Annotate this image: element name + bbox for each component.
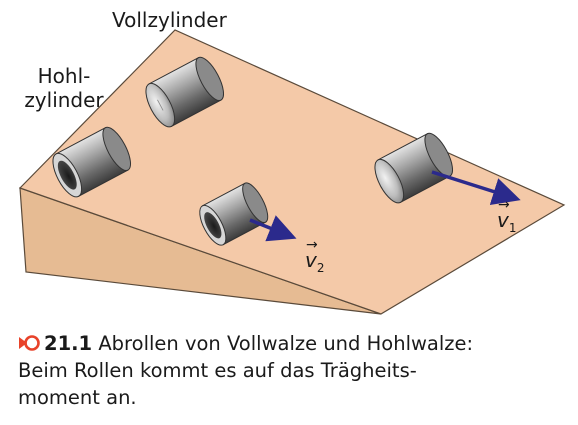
experiment-badge-icon: [19, 335, 40, 351]
hollow-cylinder-rolling: [199, 182, 269, 246]
figure-caption: 21.1 Abrollen von Vollwalze und Hohlwalz…: [18, 330, 568, 411]
caption-text-1: Abrollen von Vollwalze und Hohlwalze:: [98, 332, 474, 355]
hollow-cylinder-left: [52, 126, 132, 198]
label-hohlzylinder-line2: zylinder: [24, 88, 104, 112]
caption-line-1: 21.1 Abrollen von Vollwalze und Hohlwalz…: [18, 330, 568, 357]
caption-line-2: Beim Rollen kommt es auf das Trägheits-: [18, 359, 417, 382]
solid-cylinder-top: [145, 56, 225, 128]
velocity-symbol-2: v: [305, 248, 317, 272]
velocity-symbol-1: v: [497, 208, 509, 232]
incline-illustration: [18, 29, 566, 315]
velocity-arrow-1: [431, 170, 521, 205]
velocity-subscript-1: 1: [508, 221, 517, 235]
vector-arrow-icon: →: [498, 197, 510, 213]
solid-cylinder-rolling: [374, 132, 454, 204]
label-vollzylinder: Vollzylinder: [112, 8, 227, 32]
velocity-arrow-2: [249, 215, 297, 242]
velocity-label-2: →v2: [305, 237, 325, 275]
caption-line-3: moment an.: [18, 386, 137, 409]
velocity-label-1: →v1: [497, 197, 517, 235]
caption-number: 21.1: [44, 332, 93, 355]
vector-arrow-icon: →: [306, 237, 318, 253]
incline-figure: Vollzylinder Hohl- zylinder →v1 →v2: [18, 8, 566, 315]
label-hohlzylinder-line1: Hohl-: [37, 64, 91, 88]
label-hohlzylinder: Hohl- zylinder: [18, 64, 110, 112]
velocity-subscript-2: 2: [316, 261, 325, 275]
